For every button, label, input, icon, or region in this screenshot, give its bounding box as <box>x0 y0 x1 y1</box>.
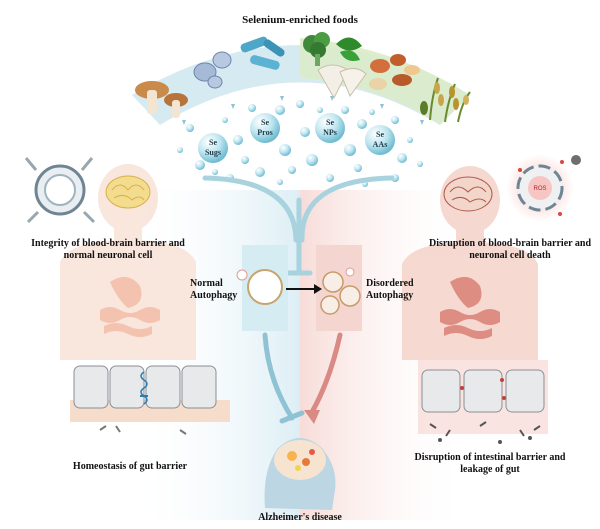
small-selenium-bubble <box>177 147 183 153</box>
small-selenium-bubble <box>248 104 256 112</box>
healthy-gut-epithelium <box>70 365 230 435</box>
small-selenium-bubble <box>357 119 367 129</box>
small-selenium-bubble <box>354 164 362 172</box>
small-selenium-bubble <box>341 106 349 114</box>
small-selenium-bubble <box>255 167 265 177</box>
broccoli-icon <box>303 32 330 66</box>
disordered-autophagy-box <box>316 245 362 331</box>
inhibition-funnel <box>202 175 395 276</box>
diseased-brain-label: Disruption of blood-brain barrier and ne… <box>428 238 592 261</box>
radish-icon <box>317 64 367 100</box>
mushroom-icon <box>135 81 188 118</box>
small-selenium-bubble <box>241 156 249 164</box>
small-selenium-bubble <box>222 117 228 123</box>
alzheimers-label: Alzheimer's disease <box>258 512 342 523</box>
damaged-blood-vessel-icon: ROS <box>506 154 581 222</box>
bacteria-icon <box>240 36 285 70</box>
svg-text:Se: Se <box>376 130 384 139</box>
normal-autophagy-label: Normal Autophagy <box>190 278 238 301</box>
small-selenium-bubble <box>391 116 399 124</box>
disordered-autophagy-label: Disordered Autophagy <box>366 278 414 301</box>
svg-text:Pros: Pros <box>257 128 272 137</box>
healthy-brain-icon <box>105 175 151 209</box>
svg-text:ROS: ROS <box>533 186 546 192</box>
alzheimers-head-icon <box>264 438 336 510</box>
small-selenium-bubble <box>233 135 243 145</box>
diseased-gut-label: Disruption of intestinal barrier and lea… <box>414 452 566 475</box>
se-nps-bubble: Se NPs <box>315 113 345 143</box>
promotion-arrow-to-ad <box>304 332 343 424</box>
autophagy-transition-arrow <box>286 284 322 294</box>
svg-text:Se: Se <box>261 118 269 127</box>
small-selenium-bubble <box>306 154 318 166</box>
small-selenium-bubble <box>186 124 194 132</box>
small-selenium-bubble <box>317 107 323 113</box>
intact-blood-vessel-icon <box>24 157 96 224</box>
svg-text:Se: Se <box>326 118 334 127</box>
small-selenium-bubble <box>288 166 296 174</box>
diseased-stomach-icon <box>440 276 500 339</box>
small-selenium-bubble <box>417 161 423 167</box>
se-pros-bubble: Se Pros <box>250 113 280 143</box>
small-selenium-bubble <box>326 174 334 182</box>
yeast-icon <box>193 51 232 89</box>
food-fan <box>132 38 470 125</box>
small-selenium-bubble <box>300 127 310 137</box>
small-selenium-bubble <box>277 179 283 185</box>
normal-autophagy-box <box>236 245 288 331</box>
inhibition-arrow-to-ad <box>262 332 305 424</box>
selenium-foods-title: Selenium-enriched foods <box>242 14 358 26</box>
selenium-bubble-cloud <box>177 100 423 187</box>
diseased-brain-icon <box>443 176 493 212</box>
damaged-gut-epithelium <box>418 360 548 444</box>
nuts-icon <box>369 54 420 90</box>
small-selenium-bubble <box>275 105 285 115</box>
svg-text:Se: Se <box>209 138 217 147</box>
small-selenium-bubble <box>344 144 356 156</box>
small-selenium-bubble <box>279 144 291 156</box>
small-selenium-bubble <box>195 160 205 170</box>
small-selenium-bubble <box>369 109 375 115</box>
fan-arrows <box>182 96 424 125</box>
small-selenium-bubble <box>212 169 218 175</box>
svg-text:Sugs: Sugs <box>205 148 221 157</box>
healthy-gut-label: Homeostasis of gut barrier <box>72 461 188 472</box>
grain-icon <box>420 77 471 123</box>
small-selenium-bubble <box>296 100 304 108</box>
se-sugs-bubble: Se Sugs <box>198 133 228 163</box>
small-selenium-bubble <box>407 137 413 143</box>
svg-text:NPs: NPs <box>323 128 337 137</box>
healthy-stomach-icon <box>100 276 160 337</box>
svg-text:AAs: AAs <box>373 140 388 149</box>
leafy-greens-icon <box>336 37 362 61</box>
healthy-brain-label: Integrity of blood-brain barrier and nor… <box>31 238 185 261</box>
small-selenium-bubble <box>397 153 407 163</box>
se-aas-bubble: Se AAs <box>365 125 395 155</box>
